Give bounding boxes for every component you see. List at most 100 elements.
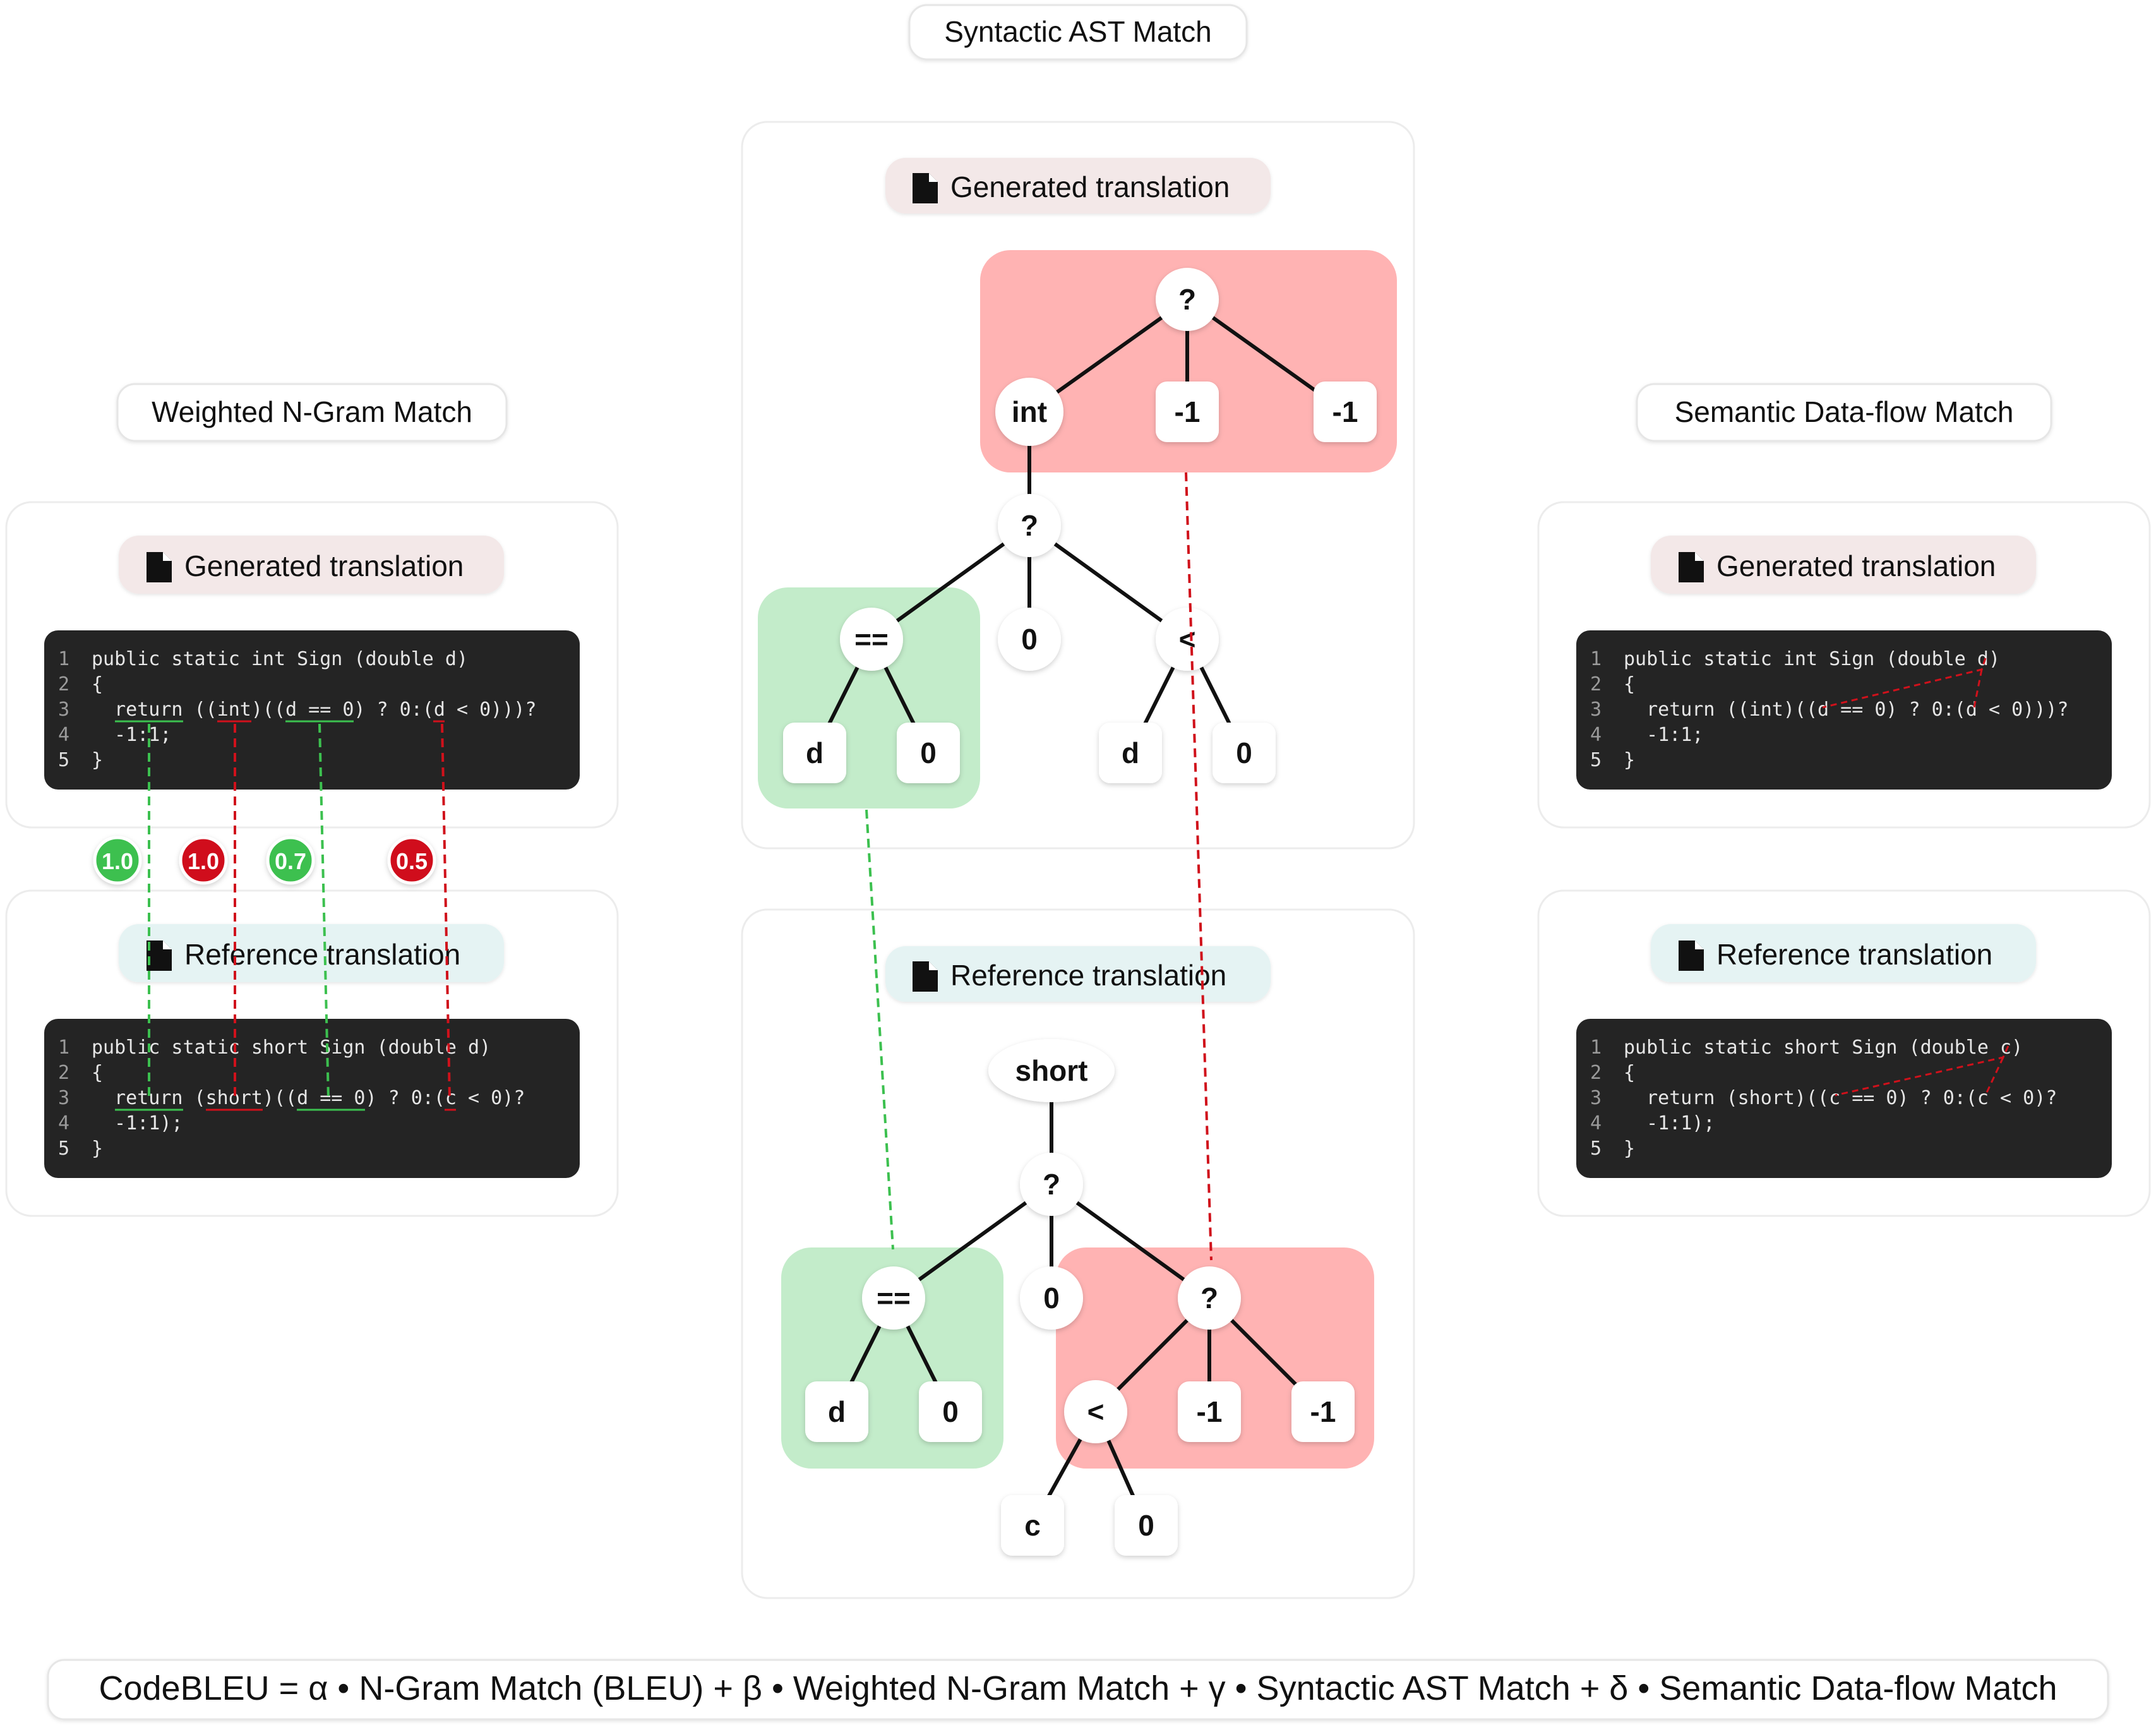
svg-text:0: 0 — [1043, 1282, 1060, 1314]
code-line: return (short)((d == 0) ? 0:(c < 0)? — [92, 1087, 525, 1109]
svg-text:0: 0 — [1021, 623, 1038, 656]
line-number: 2 — [58, 673, 69, 695]
document-icon — [913, 961, 938, 992]
line-number: 2 — [58, 1062, 69, 1084]
label-text: Reference translation — [1716, 938, 1992, 971]
svg-text:c: c — [1024, 1509, 1041, 1542]
line-number: 5 — [1590, 1138, 1602, 1160]
svg-text:0: 0 — [942, 1395, 959, 1428]
svg-text:short: short — [1015, 1054, 1088, 1087]
code-line: public static short Sign (double c) — [1624, 1037, 2023, 1059]
ast-match-link — [865, 809, 894, 1250]
code-line: } — [1624, 1138, 1635, 1160]
ast-node: -1 — [1156, 382, 1219, 442]
code-block-weighted-generated: 1 2 3 4 5 public static int Sign (double… — [44, 630, 580, 790]
ast-generated-nodes: ? int -1 -1 ? == 0 < d 0 d 0 — [783, 268, 1377, 783]
ast-node: c — [1001, 1495, 1064, 1556]
code-block-dataflow-reference: 1 2 3 4 5 public static short Sign (doub… — [1576, 1019, 2112, 1178]
weight-badge: 1.0 — [93, 836, 142, 885]
weight-badge: 0.5 — [387, 836, 436, 885]
ast-mismatch-link — [1185, 472, 1213, 1261]
ast-node: < — [1064, 1380, 1127, 1443]
label-generated-dataflow: Generated translation — [1651, 536, 2036, 594]
ast-node: -1 — [1291, 1381, 1355, 1442]
line-number: 3 — [58, 699, 69, 721]
line-number: 2 — [1590, 673, 1602, 695]
document-icon — [147, 552, 172, 582]
ast-node: < — [1156, 608, 1219, 671]
codebleu-formula: CodeBLEU = α • N-Gram Match (BLEU) + β •… — [99, 1669, 2057, 1707]
ast-node: d — [805, 1381, 868, 1442]
code-line: { — [92, 673, 103, 695]
line-number: 5 — [58, 749, 69, 771]
ast-node: ? — [998, 494, 1061, 557]
ast-node: d — [1099, 723, 1162, 783]
code-line: -1:1; — [92, 724, 171, 746]
mismatch-connector — [441, 723, 451, 1100]
weight-value: 0.5 — [396, 848, 428, 874]
label-reference-dataflow: Reference translation — [1651, 924, 2036, 982]
svg-text:?: ? — [1043, 1168, 1060, 1201]
weight-value: 1.0 — [188, 848, 219, 874]
code-line: { — [1624, 1062, 1635, 1084]
line-number: 2 — [1590, 1062, 1602, 1084]
line-number: 3 — [58, 1087, 69, 1109]
ast-reference-nodes: short ? == 0 ? d 0 < -1 -1 c 0 — [805, 1039, 1355, 1556]
line-number: 1 — [58, 648, 69, 670]
label-text: Generated translation — [184, 550, 464, 582]
weighted-title: Weighted N-Gram Match — [152, 395, 472, 428]
line-number: 4 — [1590, 1112, 1602, 1134]
label-reference-ast: Reference translation — [885, 946, 1271, 1002]
ast-node: == — [840, 608, 903, 671]
ast-node: -1 — [1178, 1381, 1241, 1442]
svg-text:0: 0 — [1236, 736, 1252, 769]
formula-bar: CodeBLEU = α • N-Gram Match (BLEU) + β •… — [47, 1659, 2109, 1721]
svg-text:?: ? — [1201, 1282, 1218, 1314]
line-number: 1 — [58, 1037, 69, 1059]
line-number: 1 — [1590, 1037, 1602, 1059]
line-number: 4 — [1590, 724, 1602, 746]
svg-text:0: 0 — [920, 736, 937, 769]
dataflow-link — [1984, 1057, 2004, 1096]
code-line: return ((int)((d == 0) ? 0:(d < 0)))? — [92, 699, 536, 721]
ast-node: 0 — [1213, 723, 1276, 783]
ast-node: 0 — [1115, 1495, 1178, 1556]
weight-badge: 0.7 — [266, 836, 315, 885]
code-line: public static int Sign (double d) — [92, 648, 468, 670]
ast-node: ? — [1020, 1153, 1083, 1216]
svg-text:==: == — [877, 1282, 911, 1314]
ast-title-pill: Syntactic AST Match — [908, 4, 1248, 61]
code-line: { — [1624, 673, 1635, 695]
label-text: Reference translation — [184, 938, 460, 971]
code-line: { — [92, 1062, 103, 1084]
line-number: 4 — [58, 1112, 69, 1134]
weight-value: 0.7 — [275, 848, 306, 874]
svg-text:0: 0 — [1138, 1509, 1154, 1542]
svg-text:-1: -1 — [1310, 1395, 1336, 1428]
svg-text:int: int — [1012, 395, 1047, 428]
ast-node: 0 — [897, 723, 960, 783]
code-line: -1:1); — [1624, 1112, 1715, 1134]
line-number: 1 — [1590, 648, 1602, 670]
weight-badge: 1.0 — [179, 836, 228, 885]
ast-node: 0 — [1020, 1266, 1083, 1330]
code-line: public static int Sign (double d) — [1624, 648, 2000, 670]
line-number: 5 — [1590, 749, 1602, 771]
code-line: } — [92, 1138, 103, 1160]
label-text: Generated translation — [950, 171, 1230, 203]
dataflow-title-pill: Semantic Data-flow Match — [1636, 383, 2052, 442]
weighted-connectors — [148, 723, 451, 1100]
line-number: 3 — [1590, 699, 1602, 721]
ast-node: 0 — [998, 608, 1061, 671]
ast-title: Syntactic AST Match — [944, 15, 1212, 48]
code-block-weighted-reference: 1 2 3 4 5 public static short Sign (doub… — [44, 1019, 580, 1178]
svg-text:d: d — [1122, 736, 1139, 769]
line-number: 4 — [58, 724, 69, 746]
svg-text:-1: -1 — [1197, 1395, 1223, 1428]
label-generated-weighted: Generated translation — [119, 536, 504, 594]
ast-node: short — [988, 1039, 1115, 1102]
code-line: return (short)((c == 0) ? 0:(c < 0)? — [1624, 1087, 2057, 1109]
document-icon — [147, 941, 172, 971]
document-icon — [913, 173, 938, 203]
